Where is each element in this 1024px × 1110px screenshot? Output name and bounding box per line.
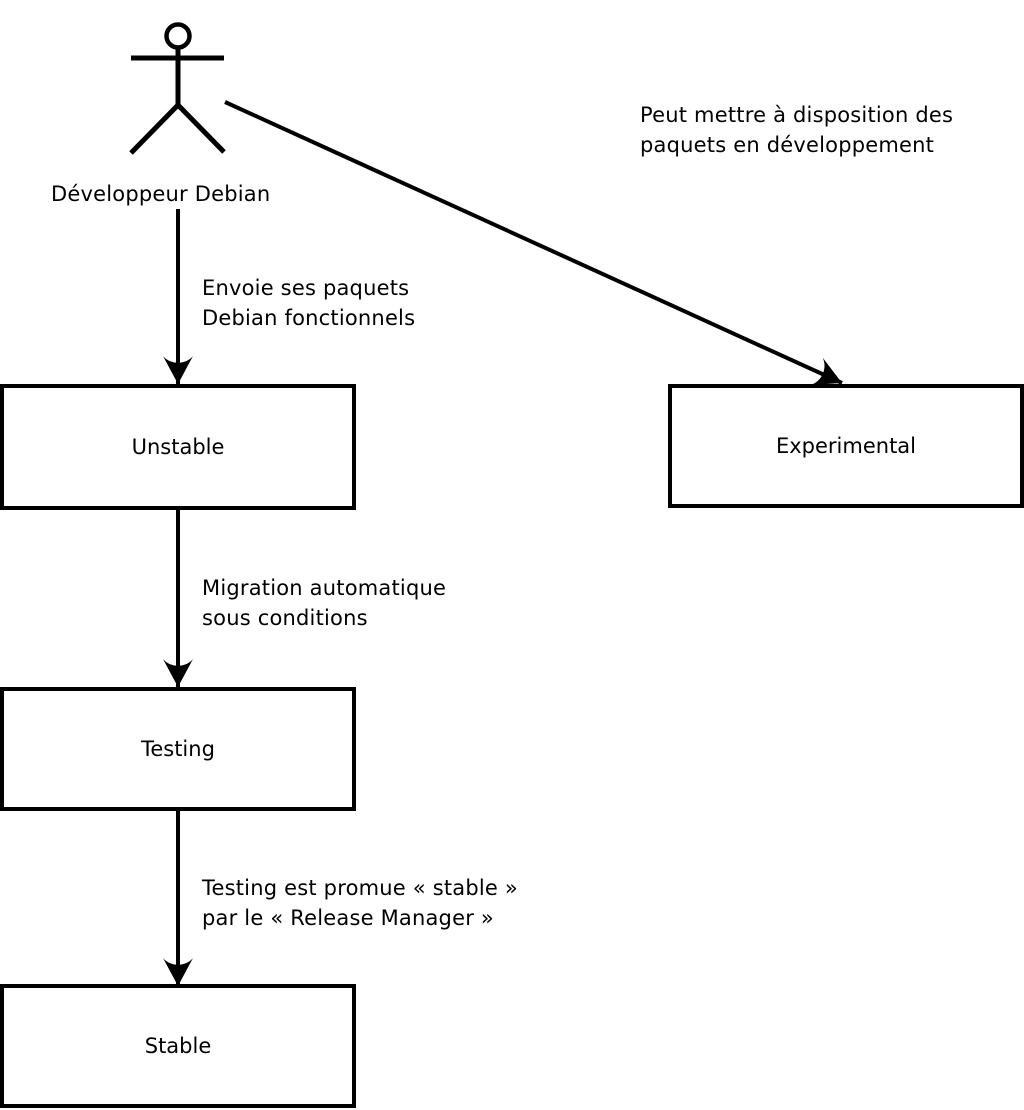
node-experimental: Experimental <box>668 384 1024 508</box>
actor-leg-left <box>129 103 180 155</box>
edge-label-dev-to-experimental: Peut mettre à disposition des paquets en… <box>640 103 954 157</box>
node-testing: Testing <box>0 687 356 811</box>
node-unstable-label: Unstable <box>131 435 225 459</box>
actor-leg-right <box>176 103 226 154</box>
node-testing-label: Testing <box>141 737 215 761</box>
node-unstable: Unstable <box>0 384 356 510</box>
node-stable-label: Stable <box>144 1034 212 1058</box>
node-experimental-label: Experimental <box>775 434 917 458</box>
actor-stick-figure-icon <box>129 22 226 155</box>
edge-label-dev-to-unstable: Envoie ses paquets Debian fonctionnels <box>202 276 416 330</box>
node-stable: Stable <box>0 984 356 1108</box>
actor-head <box>164 22 192 50</box>
edge-label-unstable-to-testing: Migration automatique sous conditions <box>202 576 447 630</box>
edge-label-testing-to-stable: Testing est promue « stable » par le « R… <box>202 876 518 930</box>
arrow-dev-to-experimental <box>224 100 843 386</box>
actor-label: Développeur Debian <box>51 182 271 206</box>
